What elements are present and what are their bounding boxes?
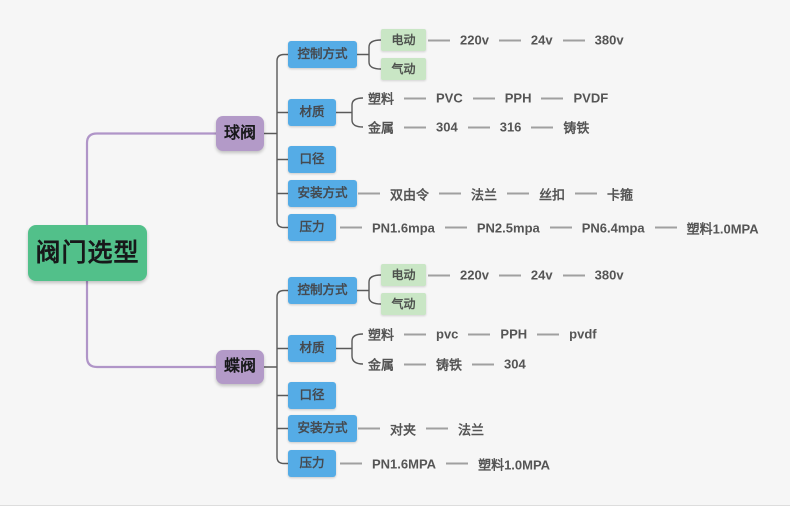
leaf-material[interactable]: 304 (504, 356, 526, 372)
leaf-material[interactable]: 316 (499, 119, 522, 135)
connector-dash (498, 274, 521, 276)
connector-dash (439, 192, 462, 195)
topic-ball-installation[interactable]: 安装方式 (288, 180, 357, 207)
connector-dash (541, 97, 564, 99)
connector-dash (340, 226, 362, 229)
leaf-install[interactable]: 法兰 (458, 422, 485, 437)
connector-dash (358, 427, 380, 430)
topic-butterfly-control-method[interactable]: 控制方式 (288, 277, 357, 304)
leaf-plastic-label[interactable]: 塑料 (368, 91, 395, 107)
leaf-voltage[interactable]: 220v (460, 32, 489, 48)
topic-ball-control-method[interactable]: 控制方式 (288, 41, 357, 68)
connector-dash (404, 333, 427, 335)
leaf-install[interactable]: 对夹 (390, 422, 417, 437)
leafrow-ball-voltages: 220v 24v 380v (428, 33, 624, 48)
connector-dash (444, 226, 467, 229)
leaf-plastic-label[interactable]: 塑料 (368, 327, 395, 343)
connector-dash (358, 192, 380, 195)
connector-dash (562, 39, 585, 41)
leaf-pressure[interactable]: PN2.5mpa (476, 220, 540, 235)
topic-ball-material[interactable]: 材质 (288, 99, 336, 126)
connector-dash (446, 462, 469, 465)
leafrow-ball-installation: 双由令 法兰 丝扣 卡箍 (358, 184, 633, 203)
leaf-install[interactable]: 丝扣 (539, 187, 566, 202)
leaf-pressure[interactable]: 塑料1.0MPA (686, 221, 759, 236)
leaf-material[interactable]: 铸铁 (563, 120, 590, 136)
connector-dash (549, 226, 572, 229)
leaf-material[interactable]: pvdf (569, 326, 597, 342)
leaf-material[interactable]: PPH (500, 326, 528, 342)
leafrow-butterfly-installation: 对夹 法兰 (358, 419, 484, 438)
leaf-metal-label[interactable]: 金属 (368, 120, 395, 136)
subtopic-ball-electric[interactable]: 电动 (381, 29, 426, 51)
topic-butterfly-pressure[interactable]: 压力 (288, 450, 336, 477)
connector-dash (468, 333, 491, 335)
leafrow-ball-plastic: 塑料 PVC PPH PVDF (368, 89, 608, 108)
connector-dash (531, 126, 554, 128)
topic-butterfly-installation[interactable]: 安装方式 (288, 415, 357, 442)
connector-dash (562, 274, 585, 276)
connector-dash (404, 126, 427, 128)
leaf-material[interactable]: PVC (436, 90, 463, 106)
connector-dash (340, 462, 362, 465)
topic-butterfly-diameter[interactable]: 口径 (288, 382, 336, 409)
leaf-voltage[interactable]: 380v (594, 32, 624, 48)
connector-dash (404, 363, 427, 365)
leafrow-butterfly-pressure: PN1.6MPA 塑料1.0MPA (340, 454, 550, 473)
subtopic-butterfly-pneumatic[interactable]: 气动 (381, 293, 426, 315)
connector-dash (654, 226, 677, 229)
leaf-install[interactable]: 卡箍 (607, 187, 634, 202)
connector-fork-lines (336, 39, 382, 365)
connector-dash (537, 333, 560, 335)
connector-dash (498, 39, 521, 41)
leafrow-ball-metal: 金属 304 316 铸铁 (368, 118, 589, 137)
leaf-voltage[interactable]: 380v (594, 267, 624, 283)
connector-dash (575, 192, 598, 195)
connector-dash (426, 427, 449, 430)
topic-ball-pressure[interactable]: 压力 (288, 214, 336, 241)
leaf-material[interactable]: 304 (436, 119, 458, 135)
leaf-install[interactable]: 法兰 (471, 187, 498, 202)
connector-dash (472, 363, 495, 365)
topic-butterfly-material[interactable]: 材质 (288, 335, 336, 362)
leafrow-butterfly-metal: 金属 铸铁 304 (368, 355, 526, 374)
connector-dash (428, 39, 450, 41)
leafrow-butterfly-plastic: 塑料 pvc PPH pvdf (368, 325, 597, 344)
subtopic-ball-pneumatic[interactable]: 气动 (381, 58, 426, 80)
connector-dash (467, 126, 490, 128)
leafrow-ball-pressure: PN1.6mpa PN2.5mpa PN6.4mpa 塑料1.0MPA (340, 218, 759, 237)
connector-dash (507, 192, 530, 195)
leafrow-butterfly-voltages: 220v 24v 380v (428, 268, 624, 283)
leaf-metal-label[interactable]: 金属 (368, 357, 395, 373)
leaf-material[interactable]: pvc (436, 326, 459, 342)
leaf-voltage[interactable]: 24v (530, 267, 553, 283)
connector-dash (472, 97, 495, 99)
leaf-pressure[interactable]: PN6.4mpa (581, 220, 645, 235)
subtopic-butterfly-electric[interactable]: 电动 (381, 264, 426, 286)
leaf-pressure[interactable]: PN1.6MPA (372, 456, 437, 471)
branch-ball-valve[interactable]: 球阀 (216, 116, 264, 151)
leaf-voltage[interactable]: 24v (530, 32, 553, 48)
leaf-voltage[interactable]: 220v (460, 267, 489, 283)
leaf-pressure[interactable]: 塑料1.0MPA (478, 457, 551, 472)
root-topic-valve-selection[interactable]: 阀门选型 (28, 225, 147, 281)
leaf-material[interactable]: PVDF (573, 90, 609, 106)
connector-dash (404, 97, 427, 99)
connector-spine-lines (264, 53, 288, 465)
topic-ball-diameter[interactable]: 口径 (288, 146, 336, 173)
connector-dash (428, 274, 450, 276)
leaf-material[interactable]: PPH (504, 90, 532, 106)
leaf-install[interactable]: 双由令 (390, 187, 430, 202)
leaf-material[interactable]: 铸铁 (436, 357, 463, 373)
leaf-pressure[interactable]: PN1.6mpa (372, 220, 435, 235)
branch-butterfly-valve[interactable]: 蝶阀 (216, 350, 264, 384)
